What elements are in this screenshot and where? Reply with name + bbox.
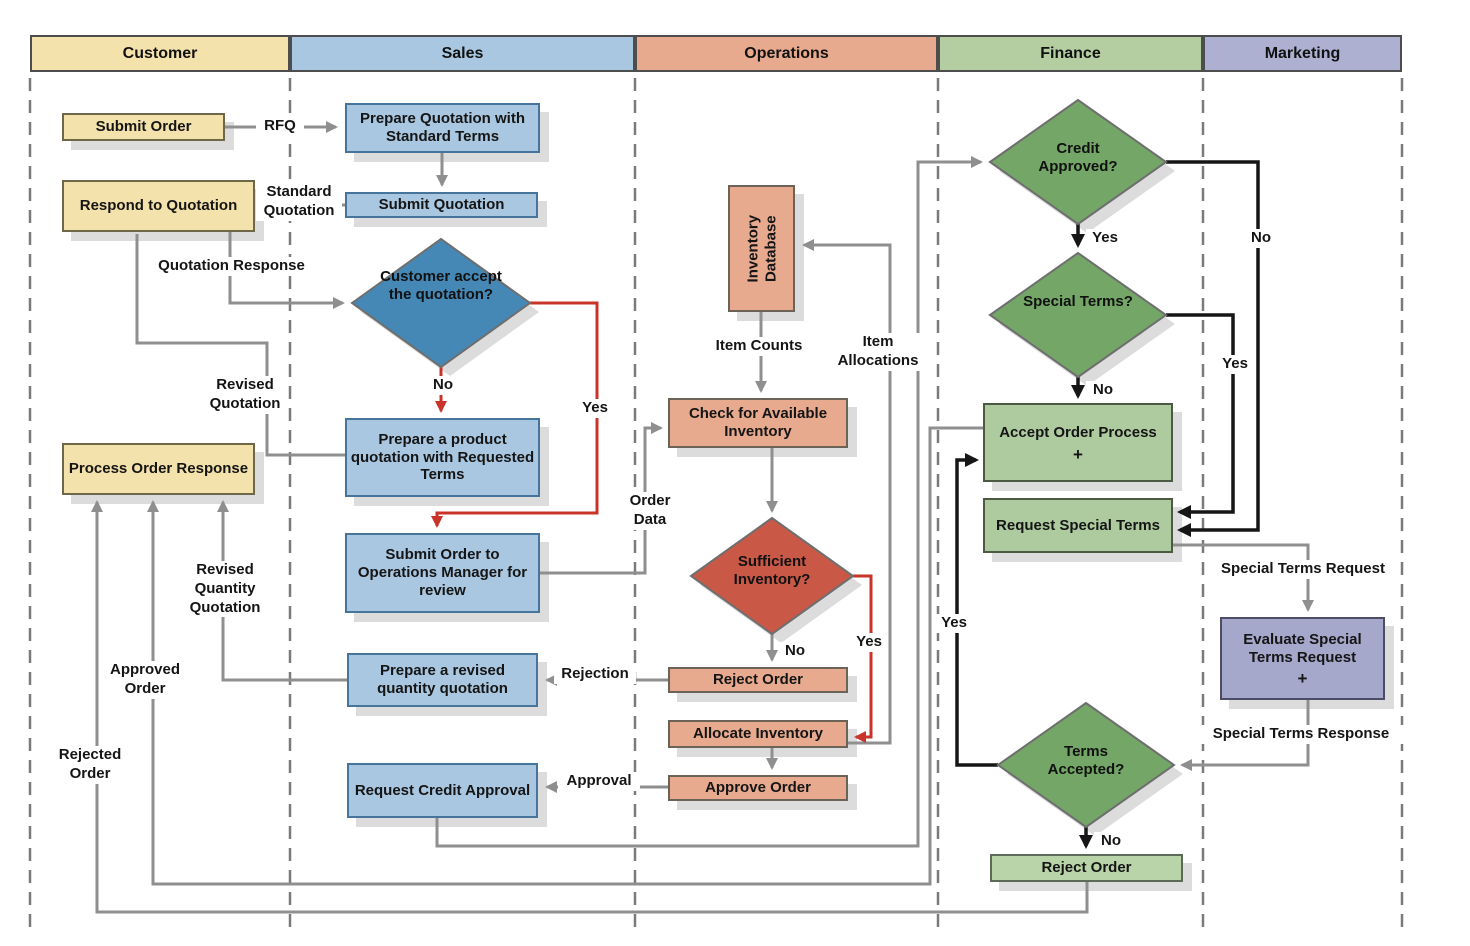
- edge-label-credit-no: No: [1244, 229, 1278, 248]
- node-label: Check for Available Inventory: [688, 405, 828, 440]
- edge-label-item-allocations: Item Allocations: [834, 333, 922, 371]
- edge-label-approval: Approval: [558, 772, 640, 791]
- node-prepare-product-quotation: Prepare a product quotation with Request…: [345, 418, 540, 497]
- lane-header-label: Customer: [122, 44, 198, 62]
- decision-label-sufficient-inventory: Sufficient Inventory?: [733, 553, 811, 589]
- subprocess-plus-marker: +: [1297, 669, 1308, 689]
- node-label: Prepare a product quotation with Request…: [350, 430, 535, 484]
- lane-header-marketing: Marketing: [1203, 35, 1402, 72]
- node-label: Process Order Response: [68, 460, 249, 478]
- decision-diamonds: [350, 98, 1176, 829]
- edge-label-special-terms-request: Special Terms Request: [1206, 560, 1400, 579]
- edge-label-standard-quotation: Standard Quotation: [256, 183, 342, 221]
- edge-label-revised-quotation: Revised Quotation: [202, 376, 288, 414]
- lane-header-label: Operations: [744, 44, 829, 62]
- node-evaluate-special-terms: Evaluate Special Terms Request +: [1220, 617, 1385, 700]
- lane-header-label: Sales: [441, 44, 484, 62]
- node-label: Submit Order: [95, 118, 192, 136]
- node-label: Prepare a revised quantity quotation: [377, 662, 508, 697]
- edge-label-quotation-response: Quotation Response: [148, 257, 315, 276]
- node-submit-order-operations-manager: Submit Order to Operations Manager for r…: [345, 533, 540, 613]
- lane-header-customer: Customer: [30, 35, 290, 72]
- node-accept-order-process: Accept Order Process +: [983, 403, 1173, 482]
- node-inventory-database: Inventory Database: [728, 185, 795, 312]
- node-submit-order: Submit Order: [62, 113, 225, 141]
- edge-label-special-yes: Yes: [1216, 355, 1254, 374]
- decision-label-special-terms: Special Terms?: [1023, 293, 1133, 310]
- decision-sufficient-inventory: [689, 516, 855, 636]
- node-allocate-inventory: Allocate Inventory: [668, 720, 848, 748]
- edge-label-terms-no: No: [1094, 832, 1128, 851]
- decision-customer-accept: [350, 237, 532, 369]
- node-request-special-terms: Request Special Terms: [983, 498, 1173, 553]
- decision-special-terms: [988, 251, 1168, 379]
- node-label: Reject Order: [712, 671, 804, 689]
- edge-label-item-counts: Item Counts: [706, 337, 812, 356]
- node-reject-order-operations: Reject Order: [668, 667, 848, 693]
- lane-header-finance: Finance: [938, 35, 1203, 72]
- decision-credit-approved: [988, 98, 1168, 226]
- edge-label-approved-order: Approved Order: [102, 661, 188, 699]
- node-label: Submit Order to Operations Manager for r…: [357, 546, 528, 599]
- edge-label-special-terms-response: Special Terms Response: [1198, 725, 1404, 744]
- node-label: Request Special Terms: [996, 516, 1160, 534]
- edge-label-credit-yes: Yes: [1086, 229, 1124, 248]
- edge-label-sufficient-no: No: [778, 642, 812, 661]
- edge-label-rfq: RFQ: [256, 117, 304, 136]
- node-reject-order-finance: Reject Order: [990, 854, 1183, 882]
- decision-terms-accepted: [996, 701, 1176, 829]
- node-check-available-inventory: Check for Available Inventory: [668, 398, 848, 448]
- node-label: Accept Order Process: [999, 423, 1157, 441]
- lane-header-sales: Sales: [290, 35, 635, 72]
- edge-label-revised-quantity-quotation: Revised Quantity Quotation: [183, 561, 267, 618]
- decision-label-terms-accepted: Terms Accepted?: [1047, 743, 1125, 779]
- edge-label-special-no: No: [1086, 381, 1120, 400]
- node-submit-quotation: Submit Quotation: [345, 192, 538, 218]
- subprocess-plus-marker: +: [1073, 444, 1083, 464]
- node-label: Reject Order: [1041, 859, 1132, 877]
- lane-header-label: Finance: [1040, 44, 1101, 62]
- decision-label-customer-accept: Customer accept the quotation?: [380, 268, 502, 304]
- edge-label-rejection: Rejection: [554, 665, 636, 684]
- decision-label-credit-approved: Credit Approved?: [1038, 140, 1118, 176]
- edge-label-rejected-order: Rejected Order: [46, 746, 134, 784]
- node-label: Request Credit Approval: [354, 781, 531, 799]
- node-respond-to-quotation: Respond to Quotation: [62, 180, 255, 232]
- black-connectors: [955, 160, 1260, 849]
- edge-label-accept-no: No: [426, 376, 460, 395]
- edge-label-terms-yes: Yes: [934, 614, 974, 633]
- node-label: Evaluate Special Terms Request: [1243, 631, 1362, 666]
- node-prepare-quotation-standard-terms: Prepare Quotation with Standard Terms: [345, 103, 540, 153]
- edge-label-order-data: Order Data: [620, 492, 680, 530]
- node-label: Submit Quotation: [378, 196, 505, 214]
- node-label: Inventory Database: [743, 214, 779, 283]
- node-request-credit-approval: Request Credit Approval: [347, 763, 538, 818]
- node-label: Allocate Inventory: [692, 725, 824, 743]
- node-label: Respond to Quotation: [79, 197, 238, 215]
- lane-header-operations: Operations: [635, 35, 938, 72]
- node-process-order-response: Process Order Response: [62, 443, 255, 495]
- gray-connectors: [91, 121, 1314, 914]
- node-approve-order: Approve Order: [668, 775, 848, 801]
- node-label: Prepare Quotation with Standard Terms: [359, 110, 525, 145]
- lane-header-label: Marketing: [1264, 44, 1341, 62]
- edge-label-accept-yes: Yes: [576, 399, 614, 418]
- edge-label-sufficient-yes: Yes: [850, 633, 888, 652]
- node-label: Approve Order: [705, 779, 811, 797]
- node-prepare-revised-quantity-quotation: Prepare a revised quantity quotation: [347, 653, 538, 707]
